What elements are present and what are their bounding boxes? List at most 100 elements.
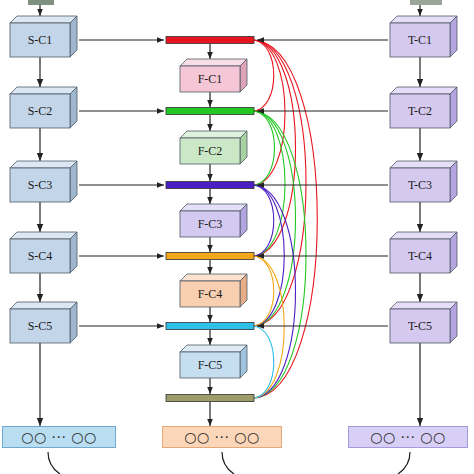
layer-block: S-C1 bbox=[10, 16, 77, 57]
cube-front bbox=[390, 239, 450, 273]
layer-block: S-C4 bbox=[10, 232, 77, 273]
text-holder: F-C5 bbox=[180, 352, 240, 378]
text-holder: T-C4 bbox=[390, 239, 450, 273]
vector-label: ○○ ··· ○○ bbox=[370, 429, 446, 445]
vector-label: ○○ ··· ○○ bbox=[21, 429, 97, 445]
text-holder: T-C3 bbox=[390, 168, 450, 202]
text-holder: F-C2 bbox=[180, 138, 240, 164]
block-label: T-C2 bbox=[408, 104, 432, 119]
flow-arrow bbox=[419, 202, 420, 232]
text-holder: F-C4 bbox=[180, 281, 240, 307]
text-holder: S-C4 bbox=[10, 239, 70, 273]
output-vector: ○○ ··· ○○ bbox=[2, 426, 116, 448]
output-vector: ○○ ··· ○○ bbox=[162, 426, 282, 448]
cube-top bbox=[390, 161, 457, 168]
cube-top bbox=[180, 345, 247, 352]
block-label: T-C1 bbox=[408, 33, 432, 48]
cube-side bbox=[450, 232, 457, 273]
cube-front bbox=[10, 94, 70, 128]
text-holder: T-C1 bbox=[390, 23, 450, 57]
layer-block: T-C4 bbox=[390, 232, 457, 273]
cube-front bbox=[10, 168, 70, 202]
text-holder: T-C5 bbox=[390, 309, 450, 343]
layer-block: F-C3 bbox=[180, 204, 247, 237]
cube-front bbox=[180, 138, 240, 164]
vector-label: ○○ ··· ○○ bbox=[184, 429, 260, 445]
layer-block: F-C5 bbox=[180, 345, 247, 378]
flow-arrow bbox=[39, 128, 40, 161]
cube-front bbox=[390, 23, 450, 57]
cube-front bbox=[10, 309, 70, 343]
cube-front bbox=[10, 23, 70, 57]
layer-block: T-C5 bbox=[390, 302, 457, 343]
text-holder: S-C2 bbox=[10, 94, 70, 128]
cube-top bbox=[180, 131, 247, 138]
flow-arrow bbox=[39, 343, 40, 426]
input-arrow bbox=[39, 5, 40, 16]
layer-block: F-C4 bbox=[180, 274, 247, 307]
text-holder: ○○ ··· ○○ bbox=[349, 427, 467, 447]
cube-side bbox=[450, 16, 457, 57]
cube-side bbox=[70, 232, 77, 273]
flow-arrow bbox=[39, 273, 40, 302]
stream-arrows bbox=[79, 40, 388, 326]
cube-top bbox=[10, 16, 77, 23]
block-label: T-C5 bbox=[408, 319, 432, 334]
fusion-bars bbox=[166, 37, 254, 402]
text-holder: ○○ ··· ○○ bbox=[163, 427, 281, 447]
input-image bbox=[28, 0, 54, 5]
cube-side bbox=[240, 131, 247, 164]
text-holder: F-C1 bbox=[180, 66, 240, 92]
cube-top bbox=[10, 87, 77, 94]
layer-block: T-C1 bbox=[390, 16, 457, 57]
cube-side bbox=[70, 161, 77, 202]
cube-side bbox=[450, 161, 457, 202]
flow-arrow bbox=[419, 343, 420, 426]
block-label: S-C4 bbox=[28, 249, 53, 264]
cube-side bbox=[240, 204, 247, 237]
cube-front bbox=[390, 168, 450, 202]
cube-front bbox=[390, 94, 450, 128]
block-label: S-C5 bbox=[28, 319, 53, 334]
cube-side bbox=[240, 59, 247, 92]
cube-side bbox=[450, 87, 457, 128]
cube-side bbox=[240, 345, 247, 378]
cube-top bbox=[390, 232, 457, 239]
cube-side bbox=[70, 16, 77, 57]
block-label: S-C2 bbox=[28, 104, 53, 119]
block-label: F-C2 bbox=[198, 144, 223, 159]
cube-top bbox=[180, 274, 247, 281]
cube-top bbox=[180, 204, 247, 211]
text-holder: S-C5 bbox=[10, 309, 70, 343]
text-holder: ○○ ··· ○○ bbox=[3, 427, 115, 447]
cube-top bbox=[10, 302, 77, 309]
block-label: F-C3 bbox=[198, 217, 223, 232]
input-arrow bbox=[419, 5, 420, 16]
cube-side bbox=[70, 302, 77, 343]
cube-top bbox=[390, 302, 457, 309]
cube-top bbox=[10, 232, 77, 239]
layer-block: F-C2 bbox=[180, 131, 247, 164]
text-holder: T-C2 bbox=[390, 94, 450, 128]
block-label: F-C4 bbox=[198, 287, 223, 302]
block-label: S-C1 bbox=[28, 33, 53, 48]
block-label: T-C3 bbox=[408, 178, 432, 193]
layer-block: S-C3 bbox=[10, 161, 77, 202]
dense-links bbox=[252, 40, 317, 398]
block-label: F-C1 bbox=[198, 72, 223, 87]
cube-front bbox=[180, 352, 240, 378]
cube-front bbox=[390, 309, 450, 343]
block-label: F-C5 bbox=[198, 358, 223, 373]
text-holder: S-C1 bbox=[10, 23, 70, 57]
layer-block: T-C3 bbox=[390, 161, 457, 202]
cube-top bbox=[390, 16, 457, 23]
cube-front bbox=[10, 239, 70, 273]
flow-arrow bbox=[419, 128, 420, 161]
layer-block: S-C5 bbox=[10, 302, 77, 343]
flow-arrow bbox=[419, 273, 420, 302]
block-label: S-C3 bbox=[28, 178, 53, 193]
text-holder: F-C3 bbox=[180, 211, 240, 237]
flow-arrow bbox=[39, 202, 40, 232]
flow-arrow bbox=[39, 57, 40, 87]
